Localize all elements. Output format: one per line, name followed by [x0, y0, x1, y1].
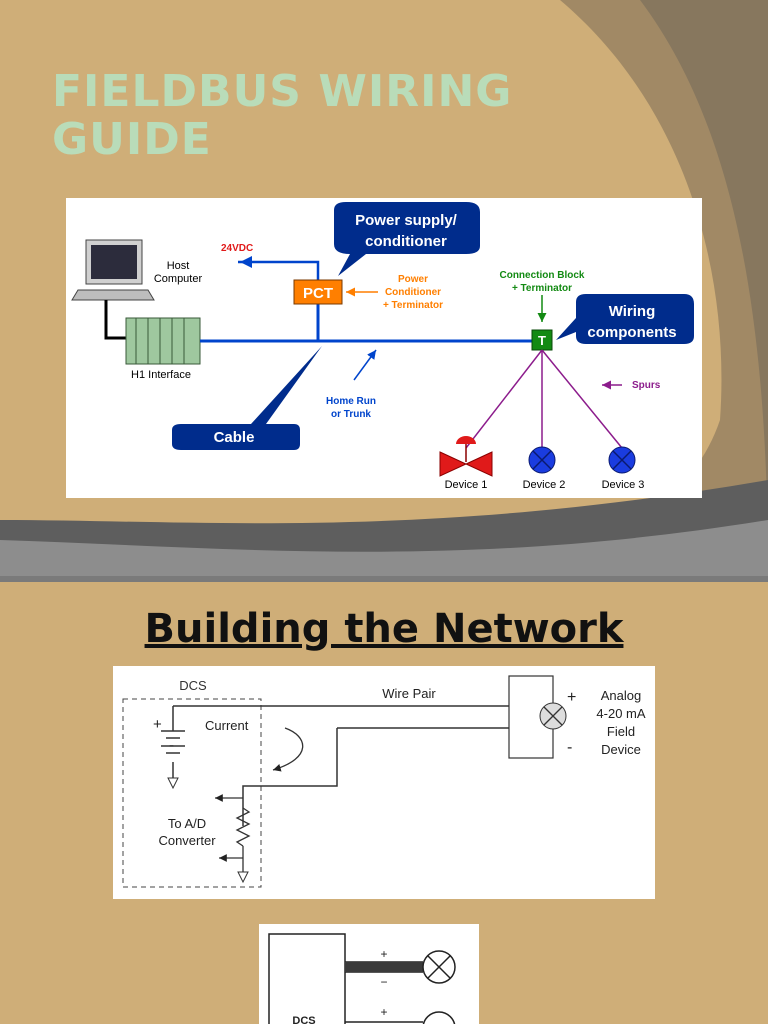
power-feed-wire	[238, 260, 320, 280]
spur-device-1	[465, 349, 543, 449]
field-device-plus: +	[567, 689, 576, 706]
to-ad-label-1: To A/D	[168, 816, 206, 831]
host-computer-label-2: Computer	[154, 273, 203, 285]
host-computer-icon	[71, 239, 155, 301]
battery-minus: -	[169, 737, 174, 754]
ground-icon	[237, 871, 249, 884]
valve-icon	[439, 436, 493, 477]
callout-wiring-line-1: Wiring	[609, 303, 656, 320]
loop-1-plus: +	[380, 947, 387, 961]
home-run-label-1: Home Run	[326, 396, 376, 407]
device-2-icon	[528, 446, 556, 474]
connection-block-label-1: Connection Block	[499, 270, 584, 281]
h1-interface-label: H1 Interface	[131, 369, 191, 381]
dcs-box	[268, 933, 346, 1024]
host-computer-label-1: Host	[167, 260, 190, 272]
current-loop-diagram: DCS + - Current Wire Pair T	[122, 675, 646, 888]
h1-interface-icon	[125, 317, 201, 365]
analog-label-3: Field	[607, 724, 635, 739]
device-3-icon	[608, 446, 636, 474]
to-ad-label-2: Converter	[158, 833, 216, 848]
analog-label-1: Analog	[601, 688, 641, 703]
current-loop-diagram-panel: DCS + - Current Wire Pair T	[113, 666, 655, 899]
device-3-label: Device 3	[602, 479, 645, 491]
pct-box	[293, 279, 343, 305]
analog-label-2: 4-20 mA	[596, 706, 645, 721]
loop-2-plus: +	[380, 1005, 387, 1019]
field-device-minus: -	[567, 739, 572, 756]
current-label: Current	[205, 718, 249, 733]
sense-resistor-icon	[235, 807, 251, 847]
dcs-multi-device-diagram: DCS + − +	[268, 933, 456, 1024]
dcs-multi-device-panel: DCS + − +	[259, 924, 479, 1024]
power-conditioner-label-2: Conditioner	[385, 287, 441, 298]
callout-power-supply	[334, 202, 480, 276]
pct-label: PCT	[303, 285, 333, 302]
label-24vdc: 24VDC	[221, 243, 253, 254]
fieldbus-diagram: Host Computer H1 Interface 24VDC PCT	[71, 202, 694, 491]
field-device-icon	[539, 702, 567, 730]
slide-building-network: Building the Network DCS + - Current	[0, 576, 768, 1024]
loop-2-device-icon	[422, 1011, 456, 1024]
analog-label-4: Device	[601, 742, 641, 757]
spurs-label: Spurs	[632, 380, 661, 391]
device-1-label: Device 1	[445, 479, 488, 491]
connection-block-label-2: + Terminator	[512, 283, 572, 294]
power-conditioner-label-1: Power	[398, 274, 428, 285]
spur-device-3	[541, 349, 623, 449]
battery-icon	[161, 706, 185, 790]
loop-1-device-icon	[422, 950, 456, 984]
dcs-label: DCS	[179, 678, 207, 693]
callout-wiring-components	[556, 294, 694, 344]
dcs-boundary	[122, 698, 262, 888]
return-wire	[242, 728, 338, 826]
terminator-label: T	[538, 333, 546, 348]
wire-pair-label: Wire Pair	[382, 686, 436, 701]
current-flow-arrow	[272, 727, 304, 772]
power-conditioner-label-3: + Terminator	[383, 300, 443, 311]
home-run-label-2: or Trunk	[331, 409, 371, 420]
slide-title: Building the Network	[144, 606, 624, 652]
battery-plus: +	[153, 716, 162, 733]
callout-power-line-2: conditioner	[365, 233, 447, 250]
callout-wiring-line-2: components	[587, 324, 676, 341]
dcs-box-label: DCS	[292, 1015, 315, 1024]
loop-1-minus: −	[380, 975, 387, 989]
fieldbus-diagram-panel: Host Computer H1 Interface 24VDC PCT	[66, 198, 702, 498]
callout-cable	[172, 346, 322, 450]
device-2-label: Device 2	[523, 479, 566, 491]
callout-cable-label: Cable	[214, 429, 255, 446]
host-cable	[104, 300, 126, 340]
callout-power-line-1: Power supply/	[355, 212, 458, 229]
